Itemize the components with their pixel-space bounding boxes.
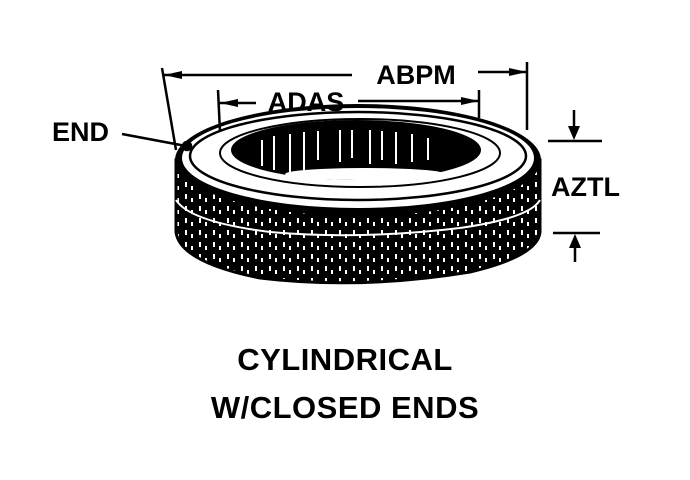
filter-body bbox=[174, 104, 542, 285]
caption-line-2: W/CLOSED ENDS bbox=[210, 390, 480, 425]
caption-line-1: CYLINDRICAL bbox=[237, 342, 453, 377]
dimension-inner-diameter bbox=[216, 89, 481, 133]
inner-pleats bbox=[261, 130, 429, 172]
dimension-height bbox=[548, 110, 602, 262]
label-abpm: ABPM bbox=[376, 60, 456, 90]
end-leader bbox=[121, 132, 193, 152]
dimension-outer-diameter bbox=[160, 62, 529, 151]
label-aztl: AZTL bbox=[551, 172, 620, 202]
label-adas: ADAS bbox=[268, 87, 345, 117]
inner-opening bbox=[231, 120, 481, 180]
label-end: END bbox=[52, 117, 109, 147]
